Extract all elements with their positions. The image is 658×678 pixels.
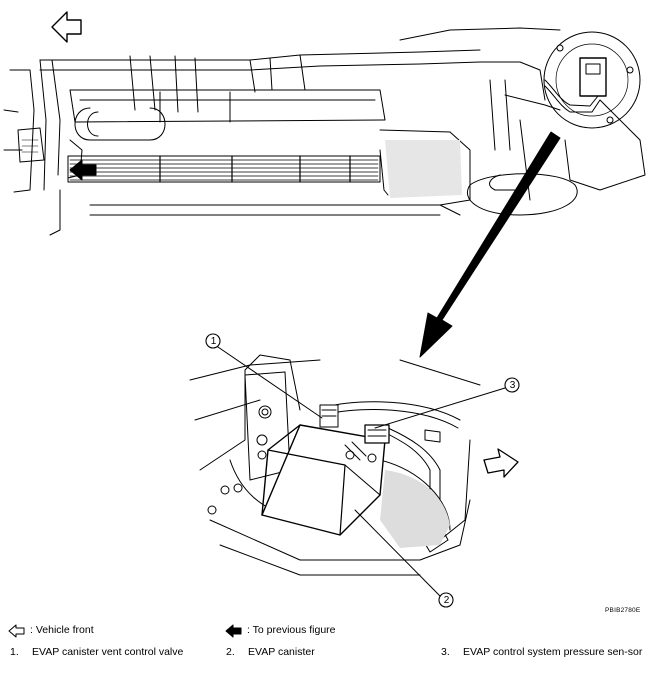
vehicle-front-arrow-icon [51,11,82,43]
legend-to-previous-figure-icon [225,624,242,638]
figure-code: PBIB2780E [605,607,641,614]
part-3-name: EVAP control system pressure sen-sor [463,646,643,658]
callout-1-label: 1 [210,335,217,347]
part-2-number: 2. [226,646,235,658]
part-2-name: EVAP canister [248,646,315,658]
part-1-number: 1. [10,646,19,658]
legend-vehicle-front-icon [8,624,25,638]
to-previous-figure-arrow-icon [69,159,97,181]
underbody-overview [3,27,646,236]
callout-2-label: 2 [443,594,450,606]
callout-3-label: 3 [509,379,516,391]
callouts [205,333,520,608]
vehicle-front-detail-arrow-icon [483,448,519,478]
legend-vehicle-front-text: : Vehicle front [30,624,94,636]
detail-view [189,354,481,576]
legend-to-previous-figure-text: : To previous figure [247,624,336,636]
detail-pointer-arrow [419,131,561,358]
part-1-name: EVAP canister vent control valve [32,646,184,658]
part-3-number: 3. [441,646,450,658]
